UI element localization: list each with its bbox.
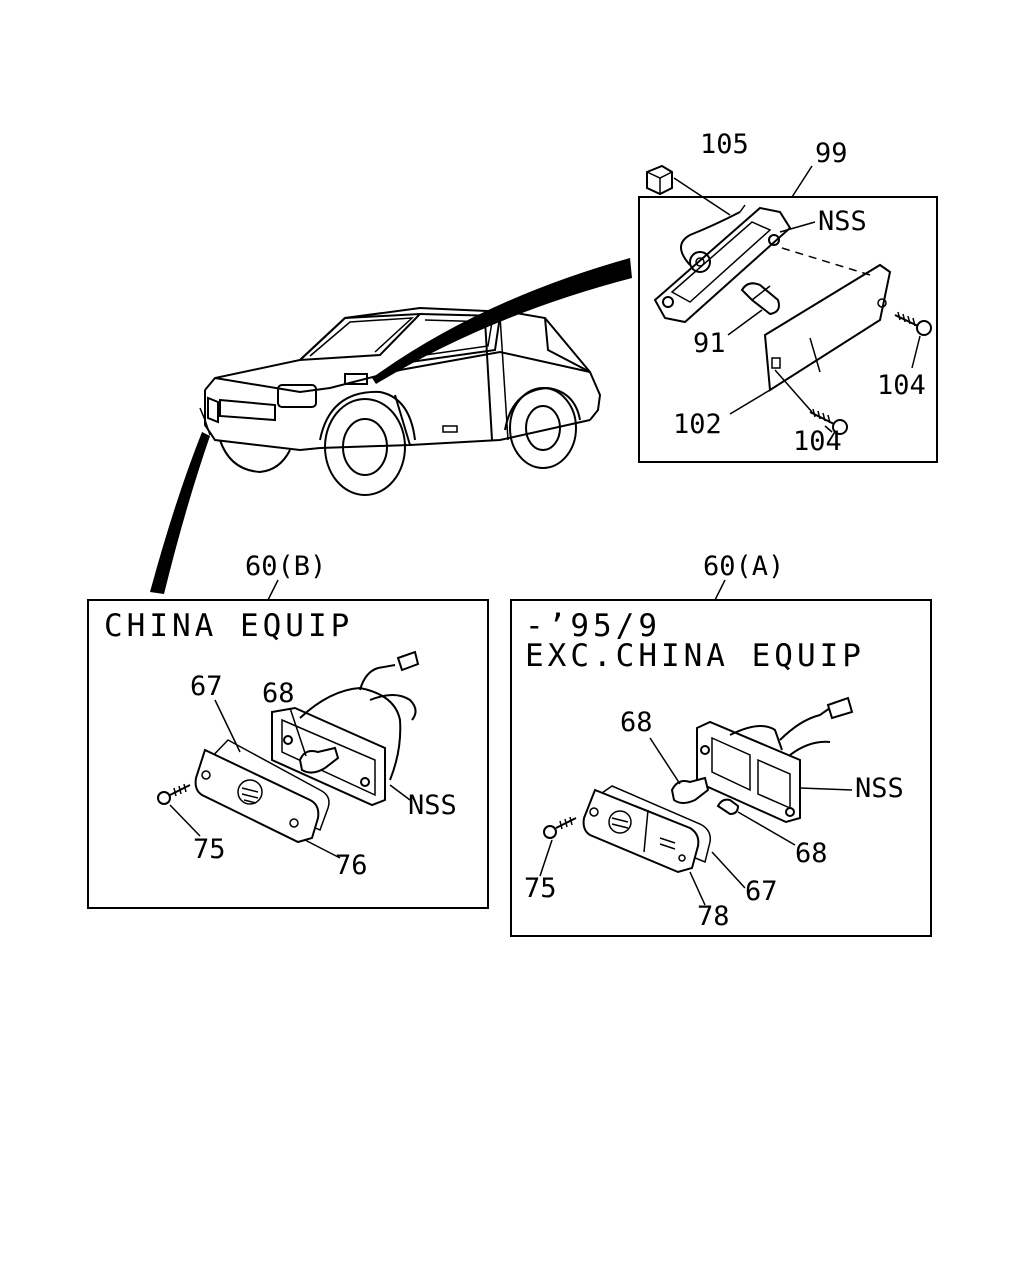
leader-nss-top (779, 221, 816, 233)
leader-68-a-bottom (737, 811, 796, 846)
screw-104-upper (894, 311, 932, 336)
screw-75-b (157, 783, 191, 805)
callout-68-a-bottom: 68 (795, 838, 828, 869)
lamp-housing-60a (696, 696, 854, 824)
leader-nss-a (799, 787, 853, 791)
bulb-68-a-small (716, 798, 740, 816)
callout-nss-b: NSS (408, 790, 457, 821)
leader-60b (267, 579, 279, 601)
leader-78 (689, 871, 706, 906)
callout-67-b: 67 (190, 671, 223, 702)
callout-78: 78 (697, 901, 730, 932)
leader-swoosh-top (372, 258, 632, 384)
leader-76 (304, 839, 341, 859)
leader-104-lower (824, 425, 833, 433)
callout-99: 99 (815, 138, 848, 169)
leader-68-a-top (649, 737, 681, 785)
screw-75-a (543, 816, 577, 839)
panel-99-frame (638, 196, 938, 463)
callout-60b: 60(B) (245, 551, 326, 582)
callout-75-a: 75 (524, 873, 557, 904)
callout-nss-top: NSS (818, 206, 867, 237)
callout-104-upper: 104 (877, 370, 926, 401)
leader-67-b (214, 699, 241, 753)
callout-105: 105 (700, 129, 749, 160)
socket-housing-99 (653, 204, 792, 324)
callout-76: 76 (335, 850, 368, 881)
clip-105 (646, 164, 731, 216)
leader-104-upper (911, 335, 921, 369)
lens-housing-102 (763, 263, 892, 392)
leader-91 (727, 309, 763, 336)
callout-68-b: 68 (262, 678, 295, 709)
panel-60a-frame (510, 599, 932, 937)
bulb-91 (740, 282, 780, 316)
lamp-housing-60b (271, 650, 420, 807)
leader-swoosh-bottom (150, 432, 210, 594)
panel-60b-frame (87, 599, 489, 909)
callout-104-lower: 104 (793, 426, 842, 457)
leader-75-a (539, 839, 553, 877)
callout-102: 102 (673, 409, 722, 440)
panel-60b-title: CHINA EQUIP (104, 608, 353, 644)
callout-75-b: 75 (193, 834, 226, 865)
leader-nss-b (389, 784, 411, 801)
leader-102 (729, 389, 771, 415)
lens-78 (582, 788, 700, 874)
callout-60a: 60(A) (703, 551, 784, 582)
leader-99 (791, 165, 813, 198)
leader-67-a (711, 851, 746, 889)
screw-104-lower (774, 369, 848, 435)
leader-60a (714, 579, 726, 601)
bulb-68-a-large (670, 776, 710, 804)
panel-60a-title-line2: EXC.CHINA EQUIP (525, 638, 865, 674)
callout-91: 91 (693, 328, 726, 359)
leader-68-b (289, 707, 307, 757)
leader-75-b (169, 804, 201, 837)
callout-68-a-top: 68 (620, 707, 653, 738)
callout-nss-a: NSS (855, 773, 904, 804)
assembly-dashline (781, 247, 871, 276)
callout-67-a: 67 (745, 876, 778, 907)
pickup-truck-illustration (199, 306, 602, 496)
panel-60a-title-line1: -’95/9 (525, 608, 661, 644)
